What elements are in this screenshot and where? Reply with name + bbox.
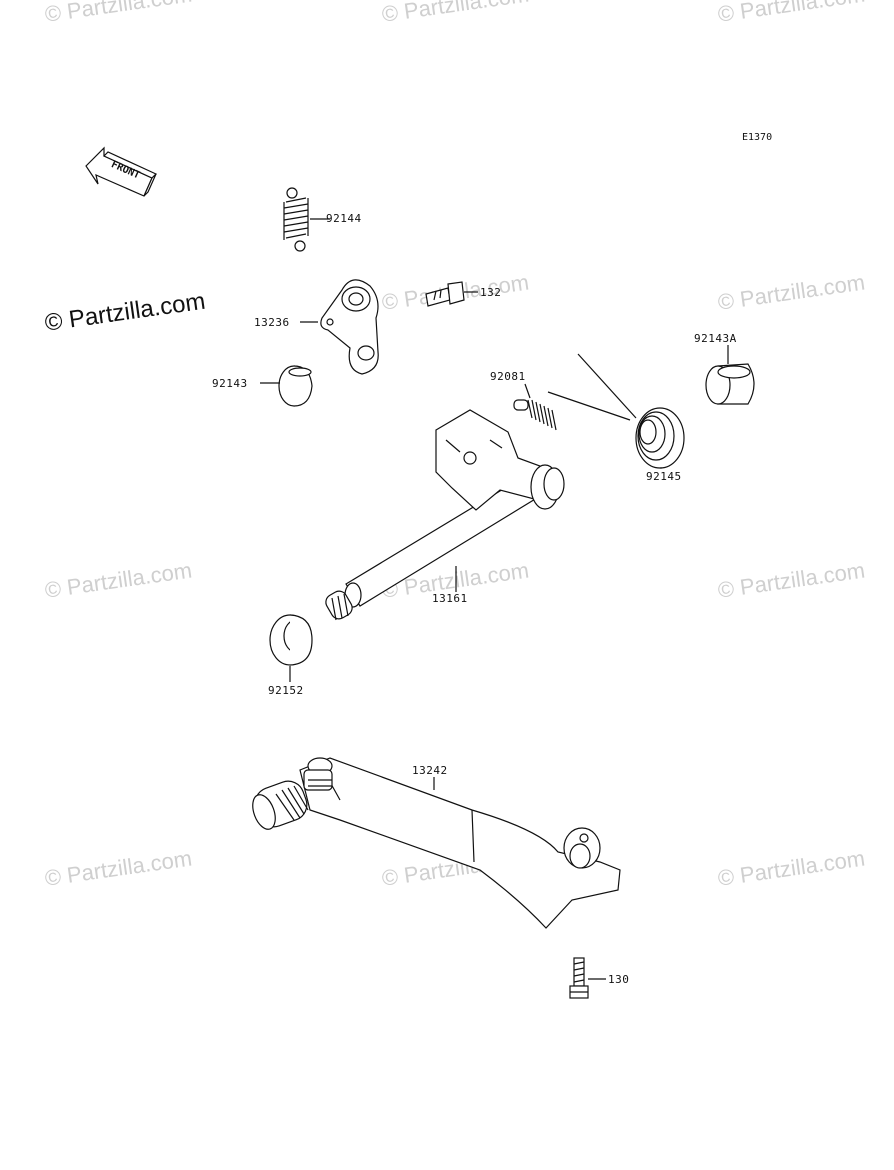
part-label-92144[interactable]: 92144 [326,212,362,225]
part-label-132[interactable]: 132 [480,286,502,299]
shift-pedal-13242-icon [252,757,621,929]
part-label-13161[interactable]: 13161 [432,592,468,605]
part-label-92145[interactable]: 92145 [646,470,682,483]
torsion-spring-92145-icon [547,353,685,469]
part-label-130[interactable]: 130 [608,973,630,986]
part-label-13242[interactable]: 13242 [412,764,448,777]
collar-92143A-icon [705,363,755,405]
bolt-130-icon [569,957,589,999]
seal-92152-icon [269,614,313,666]
part-label-92143A[interactable]: 92143A [694,332,737,345]
part-label-92143[interactable]: 92143 [212,377,248,390]
part-label-92081[interactable]: 92081 [490,370,526,383]
collar-92143-icon [278,365,313,407]
diagram-code: E1370 [742,132,773,143]
spring-92144-icon [283,187,309,252]
part-label-92152[interactable]: 92152 [268,684,304,697]
spring-92081-icon [513,399,557,431]
bolt-132-icon [425,281,465,307]
part-label-13236[interactable]: 13236 [254,316,290,329]
shift-shaft-13161-icon [325,409,565,621]
bracket-13236-icon [320,279,379,375]
front-arrow-icon [85,146,158,197]
